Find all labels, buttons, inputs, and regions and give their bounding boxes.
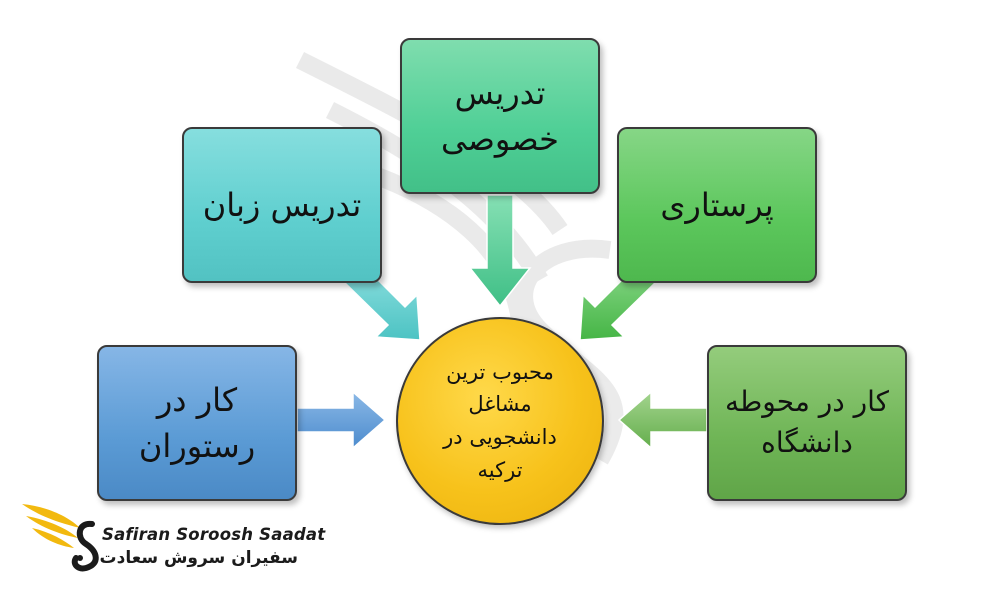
private-tutoring-box: تدریس خصوصی [400,38,600,194]
arrow-restaurant [296,390,387,450]
language-teaching-box: تدریس زبان [182,127,382,283]
nursing-label: پرستاری [660,185,774,224]
arrow-private-tutoring [468,194,532,308]
nursing-box: پرستاری [617,127,817,283]
restaurant-box: کار در رستوران [97,345,297,501]
arrow-campus [617,390,708,450]
campus-work-label: کار در محوطه دانشگاه [724,385,889,459]
central-topic-circle: محبوب ترین مشاغل دانشجویی در ترکیه [396,317,604,525]
wing-logo-icon [22,504,99,572]
campus-work-box: کار در محوطه دانشگاه [707,345,907,501]
logo-persian-text: سفیران سروش سعادت [99,548,298,568]
logo-latin-text: Safiran Soroosh Saadat [102,525,326,544]
company-logo: Safiran Soroosh Saadat سفیران سروش سعادت [20,494,325,580]
private-tutoring-label: تدریس خصوصی [441,73,559,158]
restaurant-label: کار در رستوران [138,380,256,465]
language-teaching-label: تدریس زبان [202,185,362,224]
central-topic-label: محبوب ترین مشاغل دانشجویی در ترکیه [443,359,557,482]
